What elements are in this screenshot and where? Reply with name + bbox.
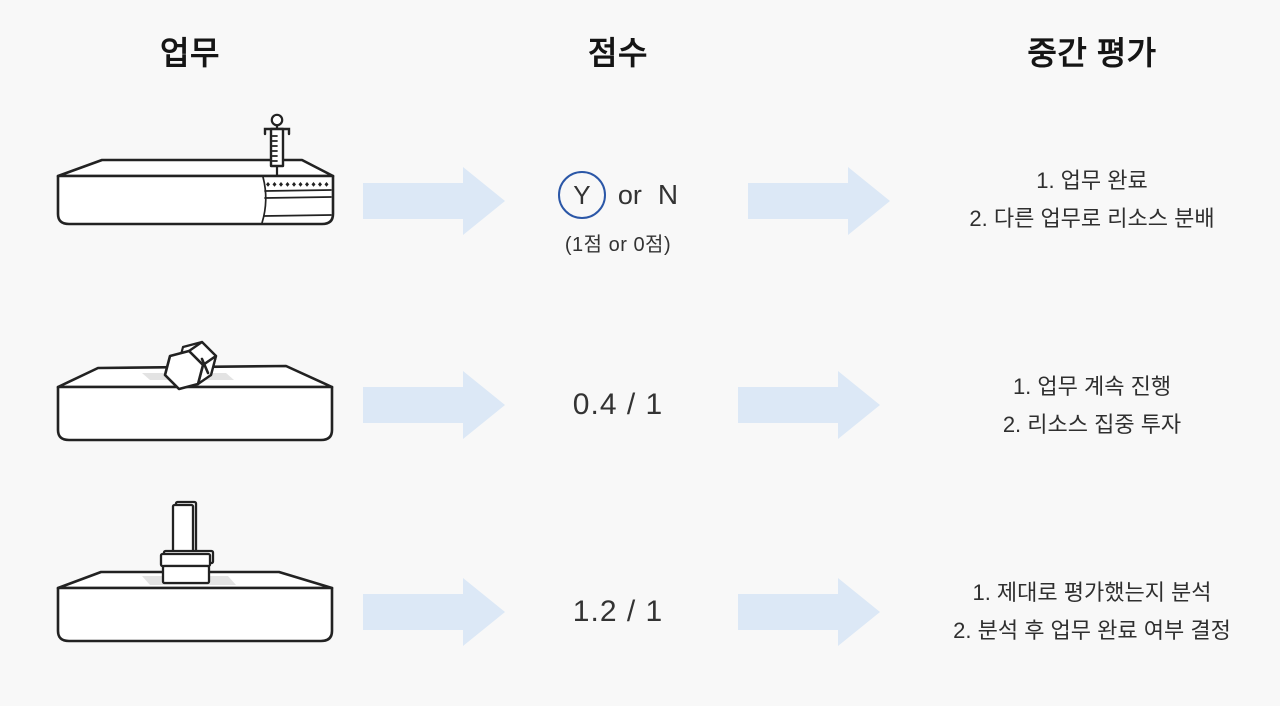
task-illustration-hex-nut [56,332,336,444]
score-value-row3: 1.2 / 1 [572,595,664,628]
evaluation-row3: 1. 제대로 평가했는지 분석 2. 분석 후 업무 완료 여부 결정 [912,574,1272,650]
task-illustration-t-bolt [56,497,336,645]
evaluation-line: 2. 리소스 집중 투자 [1002,412,1182,437]
column-header-task: 업무 [160,35,220,71]
arrow-right-icon [363,578,505,646]
mattress-platform [56,158,335,226]
score-cell-row1: Y or N (1점 or 0점) [508,171,728,257]
evaluation-line: 2. 다른 업무로 리소스 분배 [969,206,1215,231]
evaluation-row2: 1. 업무 계속 진행 2. 리소스 집중 투자 [932,368,1252,444]
arrow-right-icon [738,578,880,646]
arrow-right-icon [363,167,505,235]
t-bolt-icon [159,500,215,585]
arrow-right-icon [738,371,880,439]
arrow-right-icon [748,167,890,235]
arrow-right-icon [363,371,505,439]
evaluation-line: 1. 업무 완료 [1036,168,1148,193]
evaluation-line: 1. 제대로 평가했는지 분석 [972,580,1212,605]
column-header-score: 점수 [588,35,648,71]
task-illustration-syringe-mattress [56,112,336,230]
score-value-row2: 0.4 / 1 [572,388,664,421]
stitch-diamonds [266,182,329,187]
score-no-option: N [657,179,679,210]
evaluation-row1: 1. 업무 완료 2. 다른 업무로 리소스 분배 [932,162,1252,238]
column-header-evaluation: 중간 평가 [1027,35,1157,71]
hex-nut-icon [163,340,218,391]
score-yes-circled: Y [557,171,606,219]
syringe-icon [263,113,291,177]
evaluation-line: 1. 업무 계속 진행 [1012,374,1172,399]
evaluation-line: 2. 분석 후 업무 완료 여부 결정 [953,618,1231,643]
score-or-label: or [617,179,642,210]
score-subtext: (1점 or 0점) [564,234,672,256]
